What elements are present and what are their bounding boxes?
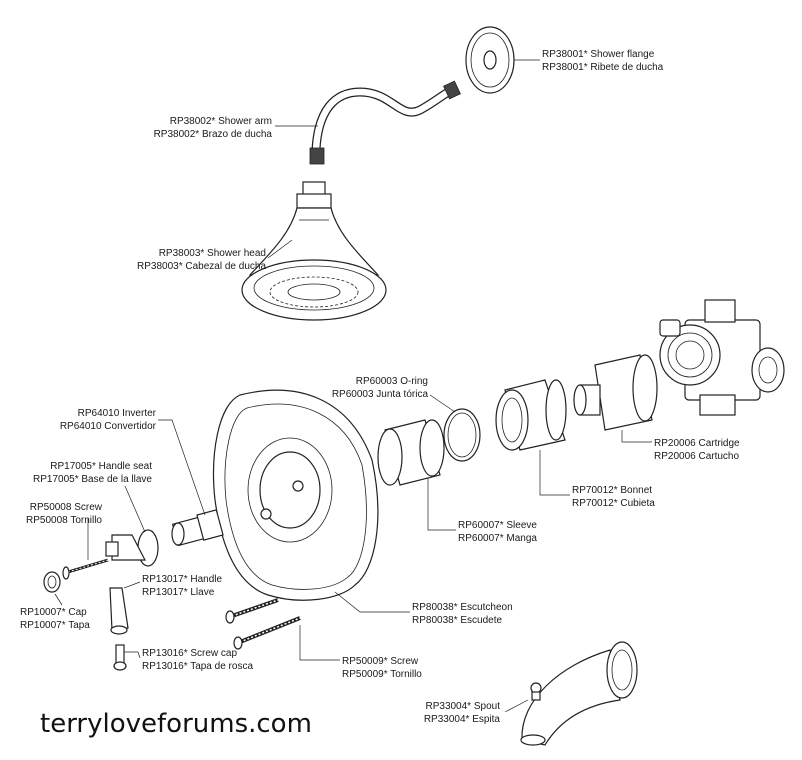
sleeve-leader xyxy=(427,478,456,531)
svg-text:RP64010 Inverter: RP64010 Inverter xyxy=(78,408,157,419)
handle-seat-part xyxy=(105,529,159,567)
svg-text:RP38001* Shower flange: RP38001* Shower flange xyxy=(542,49,655,60)
label-shower-flange: RP38001* Shower flange RP38001* Ribete d… xyxy=(542,49,664,73)
screw-long-leader xyxy=(299,625,340,661)
svg-text:RP17005* Base de la llave: RP17005* Base de la llave xyxy=(33,474,152,485)
escutcheon-part xyxy=(212,389,379,601)
svg-text:RP33004* Espita: RP33004* Espita xyxy=(424,714,501,725)
watermark-text: terryloveforums.com xyxy=(40,709,312,739)
svg-text:RP50008 Screw: RP50008 Screw xyxy=(30,502,103,513)
label-screw-cap: RP13016* Screw cap RP13016* Tapa de rosc… xyxy=(142,648,253,672)
screw-long-part xyxy=(225,598,301,650)
inverter-leader xyxy=(158,419,206,516)
label-spout: RP33004* Spout RP33004* Espita xyxy=(424,701,501,725)
svg-text:RP64010 Convertidor: RP64010 Convertidor xyxy=(60,421,157,432)
label-sleeve: RP60007* Sleeve RP60007* Manga xyxy=(458,520,537,544)
svg-text:RP38002* Shower arm: RP38002* Shower arm xyxy=(170,116,272,127)
shower-head-part xyxy=(241,181,387,321)
inverter-part xyxy=(171,509,224,547)
handle-part xyxy=(109,587,129,635)
svg-text:RP60007* Manga: RP60007* Manga xyxy=(458,533,537,544)
svg-text:RP50009* Screw: RP50009* Screw xyxy=(342,656,419,667)
screw-cap-part xyxy=(113,644,127,671)
label-cap: RP10007* Cap RP10007* Tapa xyxy=(20,607,90,631)
bonnet-part xyxy=(495,379,567,451)
shower-flange-part xyxy=(465,26,515,94)
spout-part xyxy=(520,641,638,746)
o-ring-part xyxy=(443,408,481,462)
shower-arm-part xyxy=(309,80,461,165)
svg-text:RP70012* Cubieta: RP70012* Cubieta xyxy=(572,498,655,509)
cap-leader xyxy=(54,593,63,606)
svg-text:RP33004* Spout: RP33004* Spout xyxy=(425,701,500,712)
svg-text:RP20006 Cartucho: RP20006 Cartucho xyxy=(654,451,739,462)
svg-text:RP50008 Tornillo: RP50008 Tornillo xyxy=(26,515,102,526)
svg-text:RP17005* Handle seat: RP17005* Handle seat xyxy=(50,461,152,472)
cartridge-part xyxy=(573,354,658,431)
label-o-ring: RP60003 O-ring RP60003 Junta tórica xyxy=(332,376,429,400)
svg-text:RP38001* Ribete de ducha: RP38001* Ribete de ducha xyxy=(542,62,664,73)
handle-seat-leader xyxy=(124,485,146,533)
o-ring-leader xyxy=(429,394,456,413)
svg-text:RP60003 Junta tórica: RP60003 Junta tórica xyxy=(332,389,429,400)
svg-text:RP60007* Sleeve: RP60007* Sleeve xyxy=(458,520,537,531)
svg-text:RP10007* Tapa: RP10007* Tapa xyxy=(20,620,90,631)
handle-leader xyxy=(123,581,141,589)
label-shower-arm: RP38002* Shower arm RP38002* Brazo de du… xyxy=(154,116,273,140)
screw-small-part xyxy=(62,558,109,580)
svg-text:RP10007* Cap: RP10007* Cap xyxy=(20,607,87,618)
svg-text:RP38002* Brazo de ducha: RP38002* Brazo de ducha xyxy=(154,129,273,140)
svg-text:RP70012* Bonnet: RP70012* Bonnet xyxy=(572,485,652,496)
escutcheon-leader xyxy=(334,591,410,613)
label-handle-seat: RP17005* Handle seat RP17005* Base de la… xyxy=(33,461,152,485)
label-escutcheon: RP80038* Escutcheon RP80038* Escudete xyxy=(412,602,513,626)
shower-head-leader xyxy=(267,239,293,259)
svg-text:RP20006 Cartridge: RP20006 Cartridge xyxy=(654,438,740,449)
label-cartridge: RP20006 Cartridge RP20006 Cartucho xyxy=(654,438,740,462)
cartridge-leader xyxy=(621,430,652,443)
svg-text:RP38003* Cabezal de ducha: RP38003* Cabezal de ducha xyxy=(137,261,266,272)
screw-cap-leader xyxy=(124,651,141,659)
spout-leader xyxy=(504,699,529,713)
svg-text:RP38003* Shower head: RP38003* Shower head xyxy=(159,248,266,259)
svg-text:RP80038* Escutcheon: RP80038* Escutcheon xyxy=(412,602,513,613)
cap-part xyxy=(43,571,61,593)
svg-text:RP80038* Escudete: RP80038* Escudete xyxy=(412,615,503,626)
svg-text:RP13017* Llave: RP13017* Llave xyxy=(142,587,215,598)
label-screw-long: RP50009* Screw RP50009* Tornillo xyxy=(342,656,422,680)
bonnet-leader xyxy=(539,450,570,496)
svg-text:RP13017* Handle: RP13017* Handle xyxy=(142,574,222,585)
label-shower-head: RP38003* Shower head RP38003* Cabezal de… xyxy=(137,248,266,272)
label-bonnet: RP70012* Bonnet RP70012* Cubieta xyxy=(572,485,655,509)
label-handle: RP13017* Handle RP13017* Llave xyxy=(142,574,222,598)
valve-body-part xyxy=(659,299,785,416)
svg-text:RP13016* Screw cap: RP13016* Screw cap xyxy=(142,648,237,659)
svg-text:RP50009* Tornillo: RP50009* Tornillo xyxy=(342,669,422,680)
svg-text:RP13016* Tapa de rosca: RP13016* Tapa de rosca xyxy=(142,661,253,672)
svg-text:RP60003 O-ring: RP60003 O-ring xyxy=(356,376,428,387)
sleeve-part xyxy=(377,419,445,486)
label-screw-small: RP50008 Screw RP50008 Tornillo xyxy=(26,502,103,526)
label-inverter: RP64010 Inverter RP64010 Convertidor xyxy=(60,408,157,432)
